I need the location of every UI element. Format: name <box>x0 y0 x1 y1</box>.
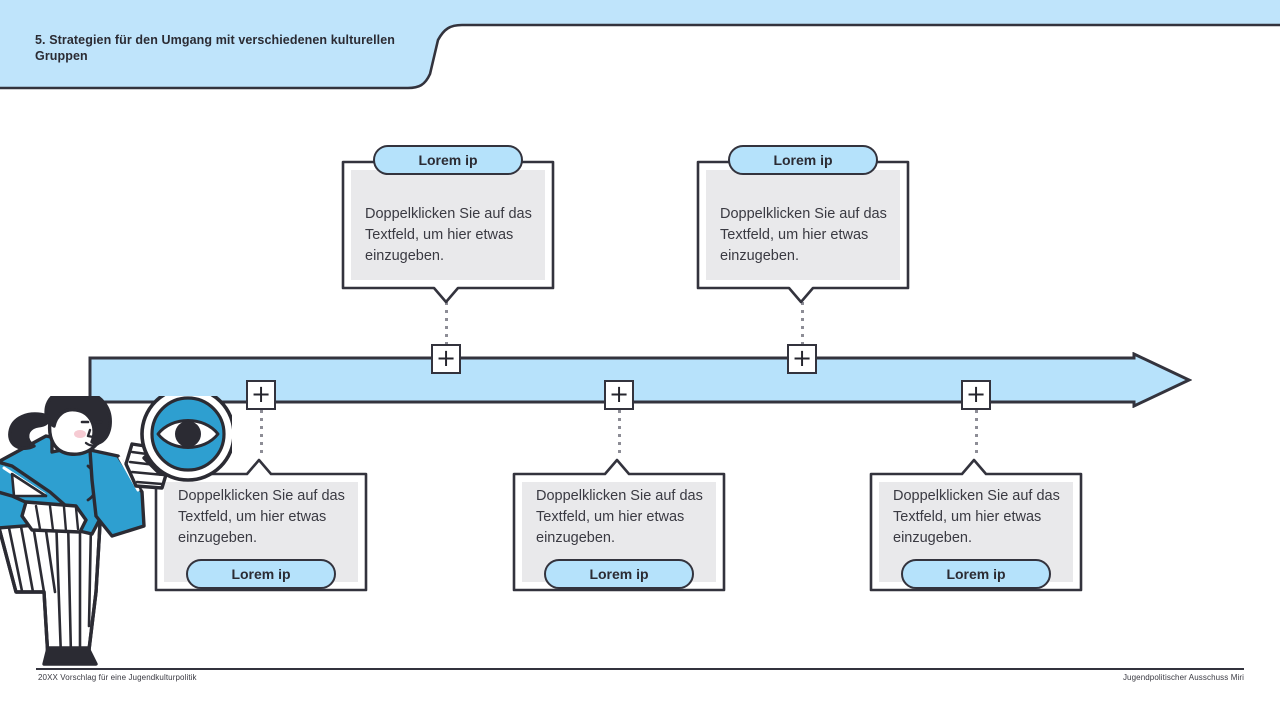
callout-bottom-2-pill[interactable]: Lorem ip <box>544 559 694 589</box>
connector-dots-top-1 <box>444 302 448 344</box>
connector-dots-bottom-3 <box>974 410 978 456</box>
callout-bottom-1[interactable]: Doppelklicken Sie auf das Textfeld, um h… <box>154 456 368 592</box>
marker-plus-button-1[interactable]: + <box>246 380 276 410</box>
callout-bottom-2-text: Doppelklicken Sie auf das Textfeld, um h… <box>536 488 703 546</box>
callout-bottom-1-text: Doppelklicken Sie auf das Textfeld, um h… <box>178 488 345 546</box>
pill-label: Lorem ip <box>946 566 1006 582</box>
callout-top-1-text: Doppelklicken Sie auf das Textfeld, um h… <box>365 206 532 264</box>
plus-icon: + <box>608 379 630 408</box>
connector-dots-top-2 <box>800 302 804 344</box>
pill-label: Lorem ip <box>589 566 649 582</box>
header-banner: 5. Strategien für den Umgang mit verschi… <box>0 0 1280 95</box>
woman-with-magnifier-illustration <box>0 386 236 671</box>
plus-icon: + <box>965 379 987 408</box>
footer-divider <box>36 668 1244 670</box>
callout-bottom-3-text: Doppelklicken Sie auf das Textfeld, um h… <box>893 488 1060 546</box>
plus-icon: + <box>791 343 813 372</box>
callout-bottom-3[interactable]: Doppelklicken Sie auf das Textfeld, um h… <box>869 456 1083 592</box>
callout-top-2-pill[interactable]: Lorem ip <box>728 145 878 175</box>
connector-dots-bottom-1 <box>259 410 263 456</box>
plus-icon: + <box>250 379 272 408</box>
callout-top-2-text: Doppelklicken Sie auf das Textfeld, um h… <box>720 206 887 264</box>
footer-right-text: Jugendpolitischer Ausschuss Miri <box>1122 673 1244 682</box>
callout-bottom-1-pill[interactable]: Lorem ip <box>186 559 336 589</box>
connector-dots-bottom-2 <box>617 410 621 456</box>
marker-plus-button-4[interactable]: + <box>787 344 817 374</box>
pill-label: Lorem ip <box>418 152 478 168</box>
pill-label: Lorem ip <box>773 152 833 168</box>
marker-plus-button-3[interactable]: + <box>604 380 634 410</box>
pill-label: Lorem ip <box>231 566 291 582</box>
callout-top-2[interactable]: Lorem ip Doppelklicken Sie auf das Textf… <box>696 145 910 304</box>
callout-bottom-3-pill[interactable]: Lorem ip <box>901 559 1051 589</box>
callout-top-1[interactable]: Lorem ip Doppelklicken Sie auf das Textf… <box>341 145 555 304</box>
callout-bottom-2[interactable]: Doppelklicken Sie auf das Textfeld, um h… <box>512 456 726 592</box>
callout-top-1-pill[interactable]: Lorem ip <box>373 145 523 175</box>
footer-left-text: 20XX Vorschlag für eine Jugendkulturpoli… <box>38 673 197 682</box>
plus-icon: + <box>435 343 457 372</box>
page-title: 5. Strategien für den Umgang mit verschi… <box>35 33 396 63</box>
marker-plus-button-5[interactable]: + <box>961 380 991 410</box>
marker-plus-button-2[interactable]: + <box>431 344 461 374</box>
